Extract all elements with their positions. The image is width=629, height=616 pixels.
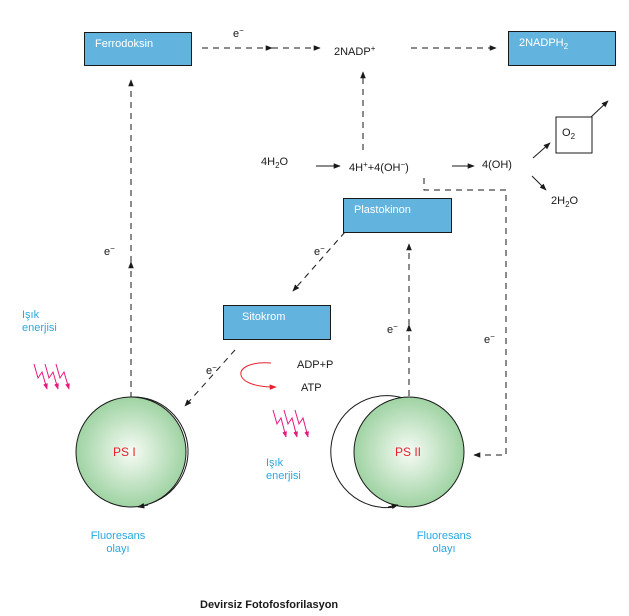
o2-text: O bbox=[562, 127, 571, 139]
arrow-sitokrom-to-ps1 bbox=[184, 349, 236, 407]
electron-label-sitokrom: e− bbox=[206, 361, 217, 378]
water-sub: 2 bbox=[275, 161, 280, 170]
arrow-hydroxyl-to-o2 bbox=[532, 142, 551, 159]
water2-end: O bbox=[569, 195, 579, 207]
light-line1: Işık bbox=[22, 309, 40, 321]
photosystem-1 bbox=[75, 396, 189, 509]
o2-label: O2 bbox=[562, 127, 575, 143]
arrow-o2-out bbox=[590, 100, 609, 118]
light-arrows-left bbox=[33, 363, 70, 390]
ions-b: +4(OH bbox=[367, 162, 401, 174]
plastokinon-box: Plastokinon bbox=[343, 198, 452, 233]
e-text: e bbox=[314, 246, 321, 258]
water2-text: 2H bbox=[551, 195, 566, 207]
electron-label-plastokinon: e− bbox=[314, 242, 325, 259]
o2-subscript: 2 bbox=[570, 132, 576, 141]
diagram-title: Devirsiz Fotofosforilasyon bbox=[200, 599, 339, 611]
photosystem-2 bbox=[330, 395, 465, 509]
electron-label-ps2: e− bbox=[387, 320, 398, 337]
nadph2-label: 2NADPH2 bbox=[519, 37, 568, 51]
ions-sup: + bbox=[363, 160, 368, 169]
water-end: O bbox=[279, 156, 289, 168]
ferrodoksin-label: Ferrodoksin bbox=[95, 38, 154, 50]
e-sup: − bbox=[239, 26, 244, 35]
fluor-line1: Fluoresans bbox=[90, 530, 146, 542]
arrow-hydroxyl-to-water bbox=[531, 175, 547, 191]
nadp-sup: + bbox=[370, 44, 376, 53]
light-line2: enerjisi bbox=[266, 470, 301, 482]
fluorescence-label-ps2: Fluoresans olayı bbox=[414, 530, 474, 556]
electron-label-ps1: e− bbox=[104, 242, 115, 259]
arrow-water-electrons-to-ps2 bbox=[423, 178, 507, 458]
fluor-line2: olayı bbox=[432, 543, 456, 555]
fluor-line2: olayı bbox=[106, 543, 130, 555]
hydroxyl-label: 4(OH) bbox=[482, 159, 512, 171]
e-text: e bbox=[387, 324, 394, 336]
nadph2-subscript: 2 bbox=[563, 42, 569, 51]
ps1-label: PS I bbox=[113, 445, 136, 459]
ions-label: 4H++4(OH−) bbox=[349, 158, 409, 175]
ions-a: 4H bbox=[349, 162, 364, 174]
e-sup: − bbox=[320, 244, 325, 253]
fluorescence-label-ps1: Fluoresans olayı bbox=[88, 530, 148, 556]
e-text: e bbox=[206, 365, 213, 377]
atp-synthesis-arrow bbox=[240, 362, 277, 390]
nadp-text: 2NADP bbox=[334, 46, 371, 58]
ions-sup2: − bbox=[400, 160, 406, 169]
e-sup: − bbox=[212, 363, 217, 372]
light-energy-label-middle: Işık enerjisi bbox=[266, 457, 301, 483]
nadph2-text: 2NADPH bbox=[519, 37, 564, 49]
fluor-line1: Fluoresans bbox=[416, 530, 472, 542]
light-arrows-middle bbox=[272, 409, 309, 438]
sitokrom-label: Sitokrom bbox=[242, 311, 286, 323]
water-text: 4H bbox=[261, 156, 276, 168]
nadp-label: 2NADP+ bbox=[334, 42, 375, 59]
atp-label: ATP bbox=[301, 382, 322, 394]
water-input-label: 4H2O bbox=[261, 156, 288, 172]
e-text: e bbox=[233, 28, 240, 40]
e-sup: − bbox=[393, 322, 398, 331]
e-text: e bbox=[484, 334, 491, 346]
electron-label-top: e− bbox=[233, 24, 244, 41]
arrow-plastokinon-to-sitokrom bbox=[292, 231, 346, 292]
plastokinon-label: Plastokinon bbox=[354, 204, 411, 216]
light-energy-label-left: Işık enerjisi bbox=[22, 309, 57, 335]
sitokrom-box: Sitokrom bbox=[223, 305, 331, 340]
adp-label: ADP+P bbox=[297, 359, 334, 371]
light-line1: Işık bbox=[266, 457, 284, 469]
nadph2-box: 2NADPH2 bbox=[508, 31, 616, 66]
ferrodoksin-box: Ferrodoksin bbox=[84, 32, 192, 66]
light-line2: enerjisi bbox=[22, 322, 57, 334]
ps2-label: PS II bbox=[395, 445, 422, 459]
water-output-label: 2H2O bbox=[551, 195, 578, 211]
e-text: e bbox=[104, 246, 111, 258]
electron-label-return: e− bbox=[484, 330, 495, 347]
o2-box bbox=[555, 116, 593, 154]
e-sup: − bbox=[110, 244, 115, 253]
e-sup: − bbox=[490, 332, 495, 341]
water2-sub: 2 bbox=[565, 200, 570, 209]
ions-c: ) bbox=[405, 162, 409, 174]
